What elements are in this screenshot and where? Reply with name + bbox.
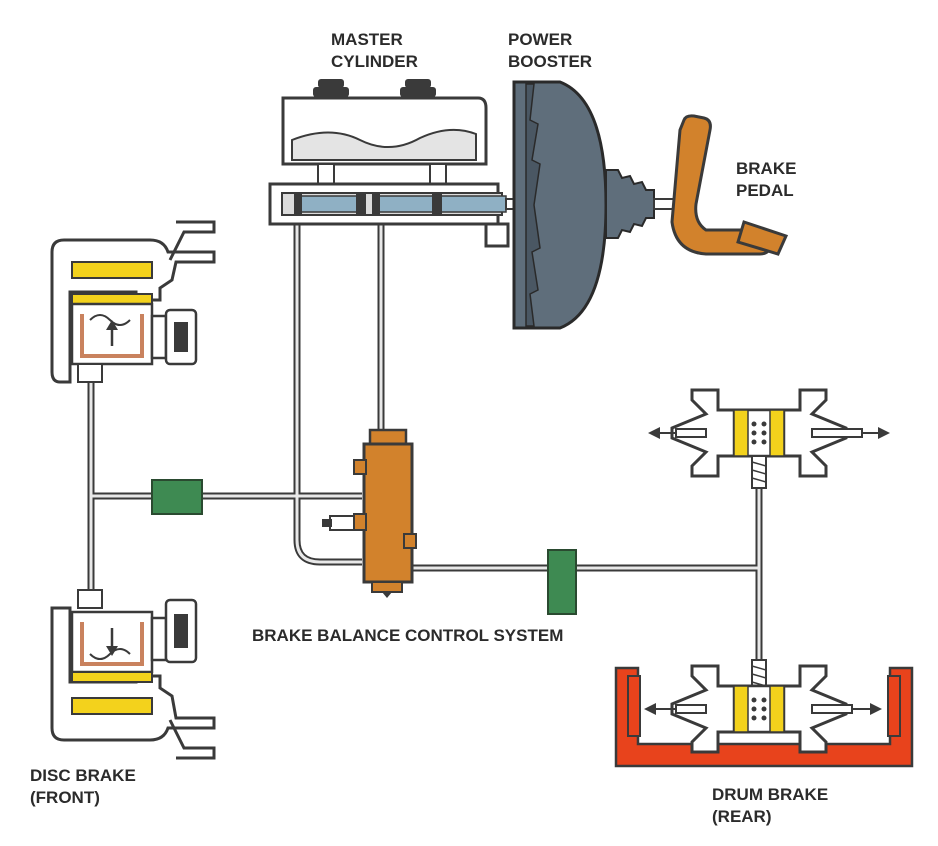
brake-lines bbox=[91, 218, 759, 662]
label-drum-brake-line1: DRUM BRAKE bbox=[712, 784, 828, 805]
label-power-booster-line2: BOOSTER bbox=[508, 51, 592, 72]
label-disc-brake-line2: (FRONT) bbox=[30, 787, 100, 808]
rear-wheel-cylinder-top bbox=[648, 390, 890, 488]
label-disc-brake-line1: DISC BRAKE bbox=[30, 765, 136, 786]
rear-line-block bbox=[548, 550, 576, 614]
power-booster bbox=[514, 82, 688, 328]
label-brake-pedal-line1: BRAKE bbox=[736, 158, 796, 179]
brake-lines-inner bbox=[91, 218, 759, 662]
label-brake-balance-control-system: BRAKE BALANCE CONTROL SYSTEM bbox=[252, 625, 563, 646]
disc-brake-front-top bbox=[52, 222, 214, 382]
label-master-cylinder-line1: MASTER bbox=[331, 29, 403, 50]
front-line-block bbox=[152, 480, 202, 514]
label-brake-pedal-line2: PEDAL bbox=[736, 180, 794, 201]
label-power-booster-line1: POWER bbox=[508, 29, 572, 50]
drum-brake-rear bbox=[616, 660, 912, 766]
label-master-cylinder-line2: CYLINDER bbox=[331, 51, 418, 72]
brake-balance-valve bbox=[322, 430, 416, 598]
disc-brake-front-bottom bbox=[52, 590, 214, 758]
label-drum-brake-line2: (REAR) bbox=[712, 806, 772, 827]
